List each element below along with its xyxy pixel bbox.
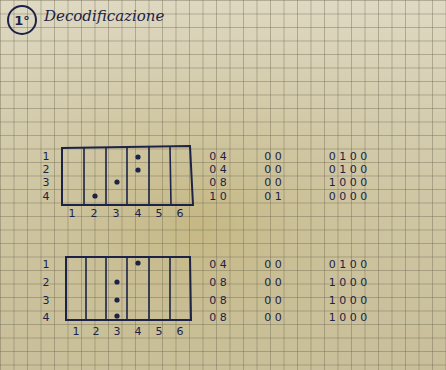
code-cell: 1 0 0 0: [329, 277, 367, 288]
code-cell: 0 1 0 0: [329, 164, 367, 175]
code-cell: 0 0: [264, 177, 282, 188]
row-number: 1: [43, 259, 50, 270]
column-number: 4: [135, 208, 142, 219]
column-number: 6: [177, 326, 184, 337]
code-cell: 0 8: [209, 177, 227, 188]
marked-dots: [92, 154, 140, 318]
column-number: 1: [73, 326, 80, 337]
code-cell: 0 0: [264, 164, 282, 175]
row-number: 4: [43, 191, 50, 202]
column-number: 1: [69, 208, 76, 219]
row-number: 3: [43, 177, 50, 188]
code-cell: 0 8: [209, 295, 227, 306]
code-cell: 0 0: [264, 312, 282, 323]
code-cell: 0 0: [264, 295, 282, 306]
code-cell: 0 8: [209, 277, 227, 288]
row-number: 4: [43, 312, 50, 323]
row-number: 3: [43, 295, 50, 306]
grid-drawing: [62, 146, 193, 320]
column-number: 2: [91, 208, 98, 219]
code-cell: 0 0 0 0: [329, 191, 367, 202]
row-number: 2: [43, 277, 50, 288]
code-cell: 0 0: [264, 277, 282, 288]
code-cell: 0 8: [209, 312, 227, 323]
code-cell: 0 1 0 0: [329, 259, 367, 270]
code-cell: 0 4: [209, 164, 227, 175]
column-number: 6: [177, 208, 184, 219]
column-number: 3: [114, 326, 121, 337]
title: Decodificazione: [44, 9, 164, 24]
code-cell: 0 4: [209, 151, 227, 162]
code-cell: 0 0: [264, 151, 282, 162]
column-number: 5: [156, 208, 163, 219]
row-number: 2: [43, 164, 50, 175]
code-cell: 0 1: [264, 191, 282, 202]
circled-number: 1°: [7, 5, 37, 35]
section-number: 1°: [14, 13, 30, 28]
column-number: 2: [93, 326, 100, 337]
code-cell: 1 0 0 0: [329, 295, 367, 306]
code-cell: 1 0: [209, 191, 227, 202]
column-number: 4: [135, 326, 142, 337]
code-cell: 1 0 0 0: [329, 177, 367, 188]
column-number: 5: [156, 326, 163, 337]
code-cell: 0 4: [209, 259, 227, 270]
column-number: 3: [113, 208, 120, 219]
code-cell: 0 1 0 0: [329, 151, 367, 162]
row-number: 1: [43, 151, 50, 162]
code-cell: 0 0: [264, 259, 282, 270]
code-cell: 1 0 0 0: [329, 312, 367, 323]
